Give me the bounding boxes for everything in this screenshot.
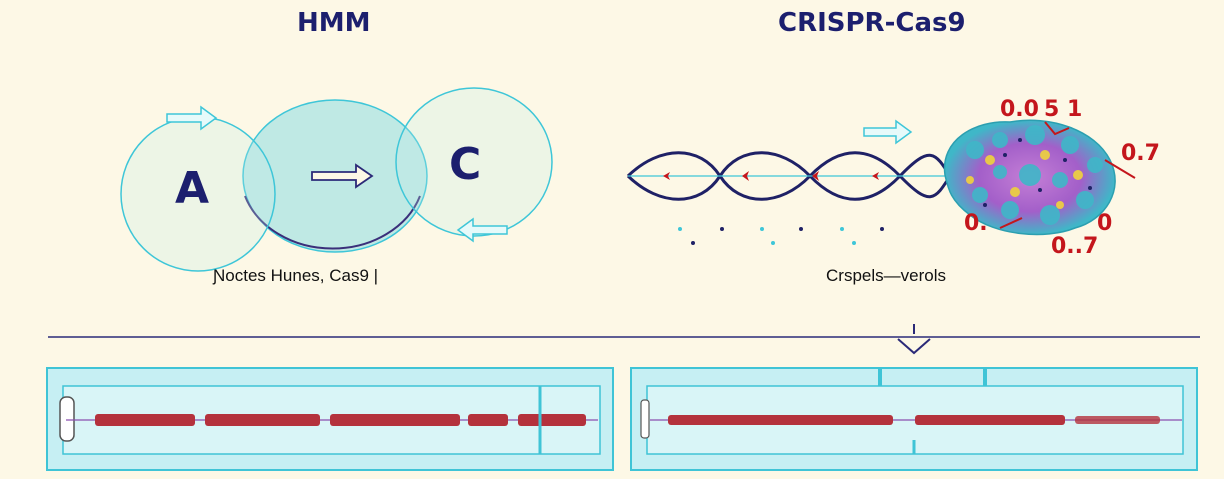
state-c-label: C bbox=[449, 139, 481, 190]
cas9-protein-icon bbox=[943, 119, 1136, 236]
left-arrow-icon bbox=[456, 217, 508, 243]
crispr-title: CRISPR-Cas9 bbox=[778, 8, 966, 38]
crispr-diagram bbox=[626, 119, 1136, 245]
sequence-track-left bbox=[46, 367, 614, 471]
value-label: 0..7 bbox=[1051, 234, 1099, 259]
hmm-caption: Ɲoctes Hunes, Cas9 | bbox=[213, 266, 379, 285]
value-label: 0 bbox=[1097, 211, 1113, 236]
crispr-caption: Crspels—verols bbox=[826, 266, 946, 285]
state-a-label: A bbox=[175, 163, 209, 214]
down-arrow-icon bbox=[897, 324, 931, 355]
value-label: 0.0 bbox=[1000, 97, 1039, 122]
hmm-diagram: A C bbox=[120, 87, 553, 272]
sequence-track-right bbox=[630, 367, 1198, 471]
right-arrow-icon bbox=[863, 119, 913, 145]
value-label: 0. bbox=[964, 211, 988, 236]
right-arrow-icon bbox=[166, 105, 218, 131]
hmm-title: HMM bbox=[297, 8, 371, 38]
right-arrow-icon bbox=[311, 163, 374, 189]
dot-row bbox=[678, 227, 884, 245]
dna-helix-icon bbox=[626, 151, 952, 201]
value-label: 5 1 bbox=[1044, 97, 1083, 122]
value-label: 0.7 bbox=[1121, 141, 1160, 166]
state-c-circle bbox=[395, 87, 553, 237]
